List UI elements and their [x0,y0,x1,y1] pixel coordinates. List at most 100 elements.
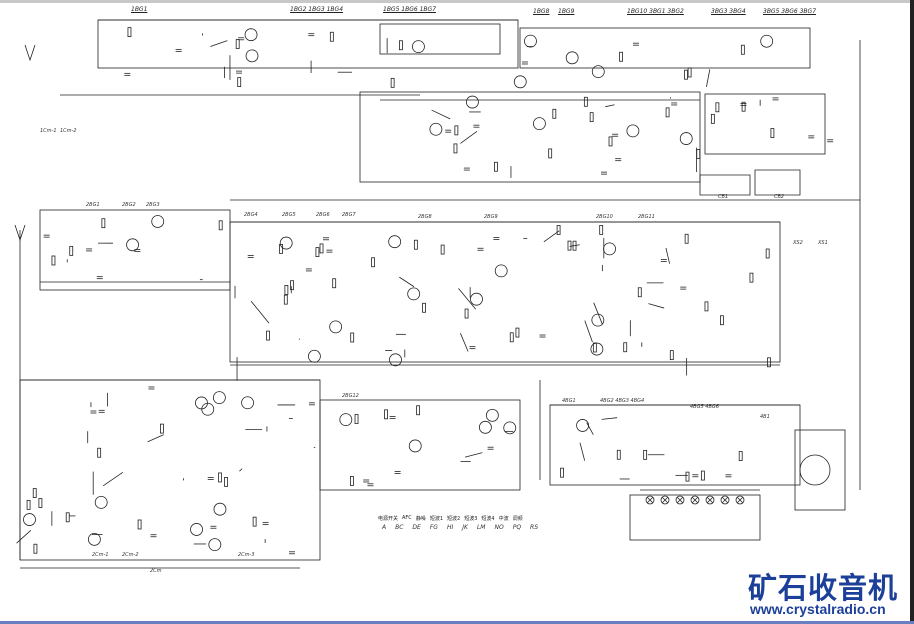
transistor-symbol [94,495,108,509]
wire [399,276,415,288]
resistor-symbol [560,467,564,478]
resistor-symbol [33,543,38,554]
wire [665,247,670,264]
resistor-symbol [127,27,132,38]
col-a: A [382,524,387,531]
header-afc: AFC [402,515,412,521]
antenna-icon [24,44,36,62]
resistor-symbol [720,315,724,326]
transistor-symbol [503,421,517,435]
wire [239,468,243,472]
resistor-symbol [623,342,628,353]
transistor-symbol [470,292,483,306]
resistor-symbol [619,51,623,62]
label-2cm1: 2Cm-1 [92,552,109,558]
col-bc: BC [395,524,404,531]
resistor-symbol [97,447,102,458]
indicator-lamp [705,495,715,505]
label-2bg9: 2BG9 [484,214,498,220]
label-xs2: XS2 [793,240,803,246]
resistor-symbol [384,409,388,420]
transistor-symbol [245,49,259,63]
label-1cm1: 1Cm-1 [40,128,57,134]
resistor-symbol [643,449,648,460]
wire [569,244,580,247]
resistor-symbol [332,278,337,289]
signal-meter [754,169,801,196]
resistor-symbol [696,149,701,159]
label-1bg5-7: 1BG5 1BG6 1BG7 [383,6,437,13]
transistor-symbol [524,34,537,48]
wire [460,333,469,352]
label-2bg2: 2BG2 [122,202,136,208]
resistor-symbol [685,471,690,482]
circuit-block [229,221,781,363]
resistor-symbol [592,342,597,353]
circuit-block [629,494,761,541]
resistor-symbol [399,40,403,51]
watermark-url: www.crystalradio.cn [750,601,886,617]
transistor-symbol [513,75,527,89]
indicator-lamp [660,495,670,505]
label-1bg8: 1BG8 [533,8,550,15]
transistor-symbol [329,320,343,334]
resistor-symbol [684,69,688,80]
col-no: NO [494,524,504,531]
resistor-symbol [279,244,283,254]
transistor-symbol [760,34,774,48]
label-1bg1: 1BG1 [131,6,148,13]
label-2bg3: 2BG3 [146,202,160,208]
resistor-symbol [749,272,754,283]
circuit-block [704,93,826,155]
label-2bg10: 2BG10 [596,214,613,220]
transistor-symbol [87,532,101,546]
resistor-symbol [704,301,709,312]
label-2bg6: 2BG6 [316,212,330,218]
lamp-cross [736,496,744,504]
lamp-cross [721,496,729,504]
resistor-symbol [616,449,621,460]
transistor-symbol [590,342,604,356]
transistor-symbol [679,132,693,145]
transistor-symbol [208,538,222,552]
label-4bg5-6: 4BG5 4BG6 [690,404,719,410]
label-4bg2-4: 4BG2 4BG3 4BG4 [600,398,645,404]
resistor-symbol [494,161,498,172]
label-xs1: XS1 [818,240,828,246]
resistor-symbol [237,77,242,87]
transistor-symbol [412,40,425,54]
header-sw1: 短波1 [429,516,444,522]
label-2bg1: 2BG1 [86,202,100,208]
wire [706,69,711,88]
resistor-symbol [556,225,561,235]
right-border [910,0,914,624]
resistor-symbol [350,476,354,486]
resistor-symbol [509,332,514,343]
label-2bg7: 2BG7 [342,212,356,218]
transistor-symbol [201,402,215,416]
transistor-symbol [591,313,605,327]
resistor-symbol [137,519,142,530]
lamp-cross [661,496,669,504]
resistor-symbol [637,287,642,298]
indicator-lamp [735,495,745,505]
resistor-symbol [583,96,588,107]
resistor-symbol [687,67,692,78]
wire [250,300,270,324]
antenna-icon [14,224,26,242]
transistor-symbol [494,264,508,278]
resistor-symbol [741,101,746,112]
resistor-symbol [515,327,520,338]
transistor-symbol [279,236,293,250]
resistor-symbol [329,31,334,42]
col-jk: JK [462,524,468,531]
transistor-symbol [339,413,353,427]
table-letter-row: A BC DE FG HI JK LM NO PQ RS [378,524,558,531]
band-switch-table: 电源开关 AFC 静噪 短波1 短波2 短波3 短波4 中波 调频 A BC D… [378,515,558,531]
circuit-block [359,91,701,183]
resistor-symbol [319,243,324,254]
circuit-block [519,27,811,69]
lamp-cross [691,496,699,504]
resistor-symbol [422,302,426,313]
resistor-symbol [740,44,745,55]
